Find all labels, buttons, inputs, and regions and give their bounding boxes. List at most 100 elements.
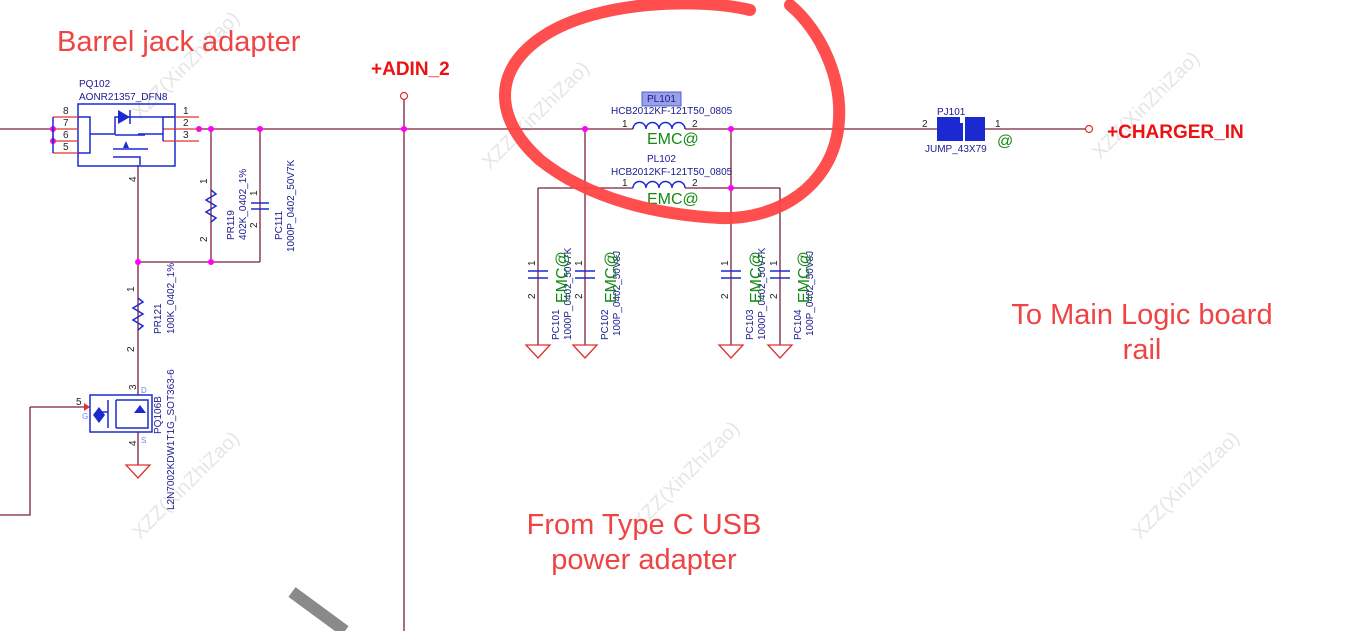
pin-number: 1 xyxy=(720,260,731,266)
pin-number: 2 xyxy=(527,293,538,299)
emc-tag: EMC@ xyxy=(603,251,620,303)
value-label: 1000P_0402_50V7K xyxy=(563,247,574,340)
pin-number: 2 xyxy=(692,178,698,189)
ref-label: PC111 xyxy=(274,210,285,240)
pin-number: 1 xyxy=(126,286,137,292)
pin-number: 2 xyxy=(769,293,780,299)
annotation-main-logic: To Main Logic board xyxy=(1011,299,1272,331)
pin-number: 1 xyxy=(527,260,538,266)
net-label-adin2: +ADIN_2 xyxy=(371,59,450,80)
inductor-icon xyxy=(632,180,686,189)
pin-number: 1 xyxy=(995,119,1001,130)
pin-number: 2 xyxy=(126,346,137,352)
annotation-main-logic-rail: rail xyxy=(1123,334,1162,366)
pin-number: 2 xyxy=(574,293,585,299)
annotation-typec: From Type C USB xyxy=(527,509,762,541)
ref-label: PC103 xyxy=(745,309,756,340)
part-label: AONR21357_DFN8 xyxy=(79,92,168,103)
component-pc102[interactable]: 1 2 PC102 100P_0402_50V8J EMC@ xyxy=(571,251,623,359)
component-pq106b[interactable]: 5 3 4 D G S PQ106B L2N7002KDW1T1G_SOT363… xyxy=(76,369,177,510)
emc-tag: EMC@ xyxy=(748,251,765,303)
emc-tag: EMC@ xyxy=(647,131,699,148)
net-port-icon xyxy=(1084,124,1094,134)
component-pr121[interactable]: 1 2 PR121 100K_0402_1% xyxy=(126,263,177,352)
annotation-barrel-jack: Barrel jack adapter xyxy=(57,26,301,58)
pin-number: 2 xyxy=(183,118,189,129)
watermark: XZZ(XinZhiZao) xyxy=(1088,47,1204,163)
pin-name: D xyxy=(141,386,147,395)
jumper-icon xyxy=(937,117,963,141)
ground-icon xyxy=(717,344,745,359)
component-pl102[interactable]: PL102 HCB2012KF-121T50_0805 1 2 EMC@ xyxy=(611,154,733,208)
pin-name: S xyxy=(141,436,146,445)
ref-label: PQ102 xyxy=(79,79,111,90)
ref-label: PC104 xyxy=(793,309,804,340)
wires xyxy=(0,100,1085,631)
emc-tag: EMC@ xyxy=(647,191,699,208)
net-port-icon xyxy=(399,91,409,101)
pin-number: 7 xyxy=(63,118,69,129)
pin-number: 1 xyxy=(574,260,585,266)
pin-number: 4 xyxy=(128,176,139,182)
pin-number: 2 xyxy=(199,236,210,242)
ground-icon xyxy=(124,464,152,479)
ref-label: PL101 xyxy=(647,94,676,105)
component-pc104[interactable]: 1 2 PC104 100P_0402_50V8J EMC@ xyxy=(766,251,816,359)
pin-number: 2 xyxy=(720,293,731,299)
pin-number: 1 xyxy=(622,119,628,130)
pin-number: 5 xyxy=(63,142,69,153)
value-label: 100P_0402_50V8J xyxy=(805,251,816,336)
pin-number: 3 xyxy=(128,384,139,390)
value-label: 402K_0402_1% xyxy=(238,169,249,240)
ground-icon xyxy=(524,344,552,359)
component-pl101[interactable]: PL101 HCB2012KF-121T50_0805 1 2 EMC@ xyxy=(611,91,733,148)
cursor-bar xyxy=(288,587,349,631)
pin-number: 1 xyxy=(622,178,628,189)
highlight-circle xyxy=(499,0,846,225)
ref-label: PJ101 xyxy=(937,107,966,118)
value-label: 100P_0402_50V8J xyxy=(612,251,623,336)
component-pq102[interactable]: PQ102 AONR21357_DFN8 8 7 6 5 1 2 3 4 xyxy=(52,79,199,182)
pin-number: 5 xyxy=(76,397,82,408)
ref-label: PR121 xyxy=(153,303,164,334)
pin-number: 1 xyxy=(183,106,189,117)
annotation-typec-adapter: power adapter xyxy=(551,544,737,576)
pin-number: 2 xyxy=(249,222,260,228)
ground-icon xyxy=(571,344,599,359)
mosfet-body-icon xyxy=(89,394,153,433)
watermarks: XZZ(XinZhiZao) XZZ(XinZhiZao) XZZ(XinZhi… xyxy=(128,7,1244,543)
pin-number: 2 xyxy=(922,119,928,130)
pin-number: 4 xyxy=(128,440,139,446)
pin-name: G xyxy=(82,412,88,421)
ref-label: PC102 xyxy=(600,309,611,340)
ref-label: PQ106B xyxy=(153,396,164,434)
ref-label: PR119 xyxy=(226,210,237,240)
pin-number: 8 xyxy=(63,106,69,117)
ground-icon xyxy=(766,344,794,359)
mosfet-body-icon xyxy=(77,103,176,167)
emc-tag: EMC@ xyxy=(554,251,571,303)
part-label: L2N7002KDW1T1G_SOT363-6 xyxy=(166,369,177,510)
component-pc101[interactable]: 1 2 PC101 1000P_0402_50V7K EMC@ xyxy=(524,247,574,359)
value-label: 100K_0402_1% xyxy=(166,263,177,334)
component-pj101[interactable]: PJ101 2 1 JUMP_43X79 @ xyxy=(922,107,1013,155)
pin-number: 1 xyxy=(249,190,260,196)
selection-highlight xyxy=(641,91,682,107)
ref-label: PL102 xyxy=(647,154,676,165)
component-pc103[interactable]: 1 2 PC103 1000P_0402_50V7K EMC@ xyxy=(717,247,768,359)
junctions xyxy=(50,126,734,265)
part-label: HCB2012KF-121T50_0805 xyxy=(611,106,733,117)
net-label-charger-in: +CHARGER_IN xyxy=(1107,122,1244,143)
value-label: 1000P_0402_50V7K xyxy=(757,247,768,340)
component-pc111[interactable]: 1 2 PC111 1000P_0402_50V7K xyxy=(249,159,297,252)
value-label: 1000P_0402_50V7K xyxy=(286,159,297,252)
part-label: JUMP_43X79 xyxy=(925,144,987,155)
pin-number: 2 xyxy=(692,119,698,130)
watermark: XZZ(XinZhiZao) xyxy=(1128,427,1244,543)
pin-number: 1 xyxy=(199,178,210,184)
pin-number: 3 xyxy=(183,130,189,141)
net-charger-in[interactable]: +CHARGER_IN xyxy=(1084,122,1244,143)
pin-number: 1 xyxy=(769,260,780,266)
component-pr119[interactable]: 1 2 PR119 402K_0402_1% xyxy=(199,169,249,242)
net-adin2[interactable]: +ADIN_2 xyxy=(371,59,450,101)
